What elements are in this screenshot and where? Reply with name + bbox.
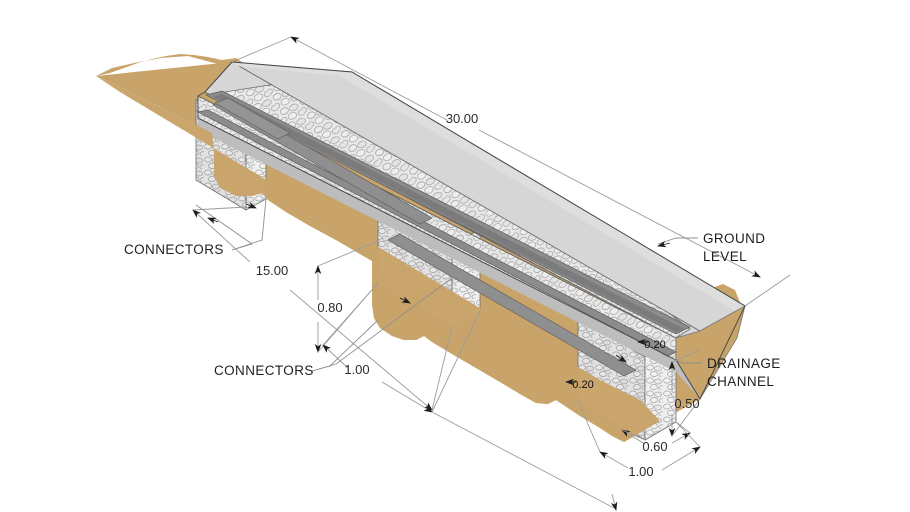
dimension-texts: 30.00 15.00 0.80 1.00 0.20 0.20 0.50 0.6… xyxy=(256,111,700,479)
callout-leader-arrows xyxy=(207,201,671,363)
dim-length-total: 30.00 xyxy=(446,111,479,126)
arrow-connectors-upper-left xyxy=(207,217,219,225)
dimline-base-width-b xyxy=(661,446,701,471)
dim-channel-depth: 0.50 xyxy=(674,396,699,411)
extline-100b-a xyxy=(577,400,601,453)
dim-channel-width-lower: 0.20 xyxy=(572,379,593,391)
dim-deck-thickness: 0.80 xyxy=(317,300,342,315)
dimline-footing-width-b xyxy=(671,432,691,444)
callout-ground-level-line1: GROUND xyxy=(703,231,765,246)
dimline-span-half-b xyxy=(289,289,433,411)
arrow-connectors-lower xyxy=(399,296,411,304)
callout-drainage-channel-line1: DRAINAGE xyxy=(707,356,781,371)
dimline-pier-width-b xyxy=(381,381,433,413)
dimline-footing-width xyxy=(621,429,646,445)
callout-texts: CONNECTORS CONNECTORS GROUND LEVEL DRAIN… xyxy=(124,231,781,389)
callout-connectors-upper: CONNECTORS xyxy=(124,242,224,257)
extline-060-a xyxy=(621,429,646,441)
extline-30-a xyxy=(231,36,292,63)
dim-footing-width: 0.60 xyxy=(642,439,667,454)
dimline-length-total xyxy=(290,36,448,121)
callout-drainage-channel-line2: CHANNEL xyxy=(707,374,774,389)
drainage-channel-stub-left xyxy=(214,97,291,140)
dimline-length-total-b xyxy=(478,129,761,278)
small-020-arrows xyxy=(565,338,648,386)
dimline-base-width xyxy=(599,451,629,469)
callout-ground-level-line2: LEVEL xyxy=(703,249,747,264)
dimline-span-half xyxy=(192,209,251,263)
arrow-ground-level xyxy=(657,240,671,248)
ground-near-overlay xyxy=(96,76,660,442)
drainage-channel-far-inner xyxy=(213,94,684,332)
extline-050-a xyxy=(671,349,701,363)
arrow-connectors-upper-right xyxy=(245,201,257,209)
drainage-channel-mid-right xyxy=(387,233,637,377)
dim-pier-width: 1.00 xyxy=(344,362,369,377)
extline-30-b xyxy=(744,274,791,307)
extline-080-a xyxy=(317,240,379,267)
extline-050-b xyxy=(671,398,701,437)
road-surface-highlight xyxy=(232,62,745,311)
ground-overlay xyxy=(96,76,660,442)
road-deck-assembly xyxy=(196,61,746,401)
extline-100l-a xyxy=(322,282,379,346)
callout-connectors-lower: CONNECTORS xyxy=(214,363,314,378)
extline-base-long xyxy=(431,411,615,509)
extline-100b-b xyxy=(675,421,701,448)
dim-channel-width-upper: 0.20 xyxy=(644,339,665,351)
dim-span-half: 15.00 xyxy=(256,263,289,278)
extline-15-b xyxy=(431,326,453,411)
arrow-drainage-channel xyxy=(615,354,627,363)
extline-100l-b xyxy=(431,310,481,413)
dim-base-width: 1.00 xyxy=(628,464,653,479)
deck-bottom-edge xyxy=(198,118,700,399)
extline-base-long2 xyxy=(610,493,618,511)
drainage-channel-near xyxy=(196,109,677,357)
dimension-lines xyxy=(192,36,791,511)
leader-connectors-lower-2 xyxy=(311,319,379,372)
leader-drainage-channel xyxy=(661,353,702,364)
dimline-pier-width xyxy=(322,344,349,369)
